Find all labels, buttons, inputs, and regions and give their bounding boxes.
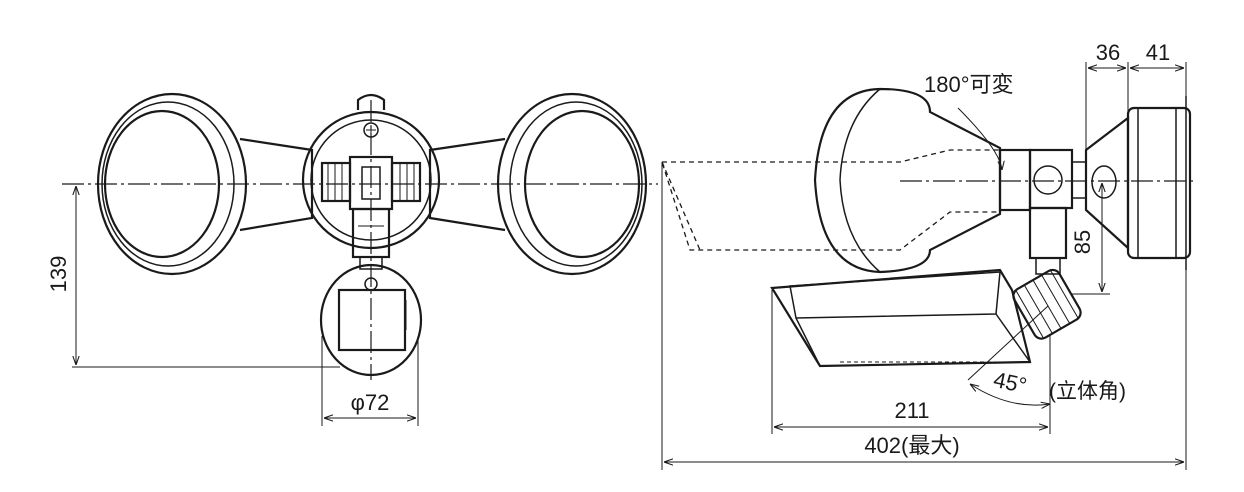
right-lamp-rim-inner: [509, 101, 643, 267]
dim-211: 211: [771, 290, 1051, 434]
dim-85: 85: [1070, 183, 1110, 295]
dim-36-label: 36: [1096, 40, 1120, 65]
solid-angle-note: (立体角): [1049, 380, 1126, 403]
dim-diameter-72: φ72: [321, 336, 419, 426]
dim-85-label: 85: [1070, 230, 1095, 254]
left-lamp-rim-outer: [96, 92, 248, 276]
side-lamp-neck: [998, 148, 1032, 212]
dim-diameter-72-label: φ72: [351, 390, 390, 415]
side-mount: [1028, 96, 1192, 275]
right-lamp-rim-outer: [496, 92, 648, 276]
left-swivel-joint: [320, 161, 352, 203]
mounting-tab: [356, 93, 386, 110]
angle-45-label: 45°: [991, 367, 1029, 398]
detection-body: [770, 268, 1032, 368]
left-lamp-lens: [103, 109, 221, 259]
right-lamp-lens: [523, 109, 641, 259]
side-lamp-head: [813, 87, 1032, 274]
dim-41-label: 41: [1146, 40, 1170, 65]
side-lamp-shell: [813, 87, 1002, 274]
dim-45-angle: 45° (立体角): [967, 305, 1126, 405]
side-view: 180°可変: [661, 40, 1195, 470]
sensor-window: [337, 288, 407, 352]
angle-180-label: 180°可変: [924, 72, 1014, 97]
dim-36-41: 36 41: [1085, 40, 1187, 150]
right-swivel-joint: [390, 161, 422, 203]
dim-402-label: 402(最大): [864, 433, 959, 458]
dim-139: 139: [46, 186, 340, 368]
dim-402: 402(最大): [661, 162, 1187, 470]
left-lamp-cone: [239, 137, 314, 232]
wall-plate: [1126, 106, 1192, 260]
sensor-detection-area: [770, 268, 1032, 368]
rotated-lamp-hidden-outline: [661, 149, 1001, 251]
side-joint: [1028, 148, 1074, 210]
left-lamp-head: [96, 92, 314, 276]
dim-211-label: 211: [894, 398, 929, 423]
side-sensor-stem: [1028, 206, 1068, 260]
dim-139-label: 139: [46, 256, 71, 293]
left-lamp-rim-inner: [101, 101, 235, 267]
side-sensor-head: [1012, 268, 1082, 340]
rotation-arc-180: [957, 107, 1002, 170]
right-lamp-cone: [428, 137, 506, 232]
right-lamp-head: [428, 92, 648, 276]
front-view: 139 φ72: [46, 92, 658, 426]
